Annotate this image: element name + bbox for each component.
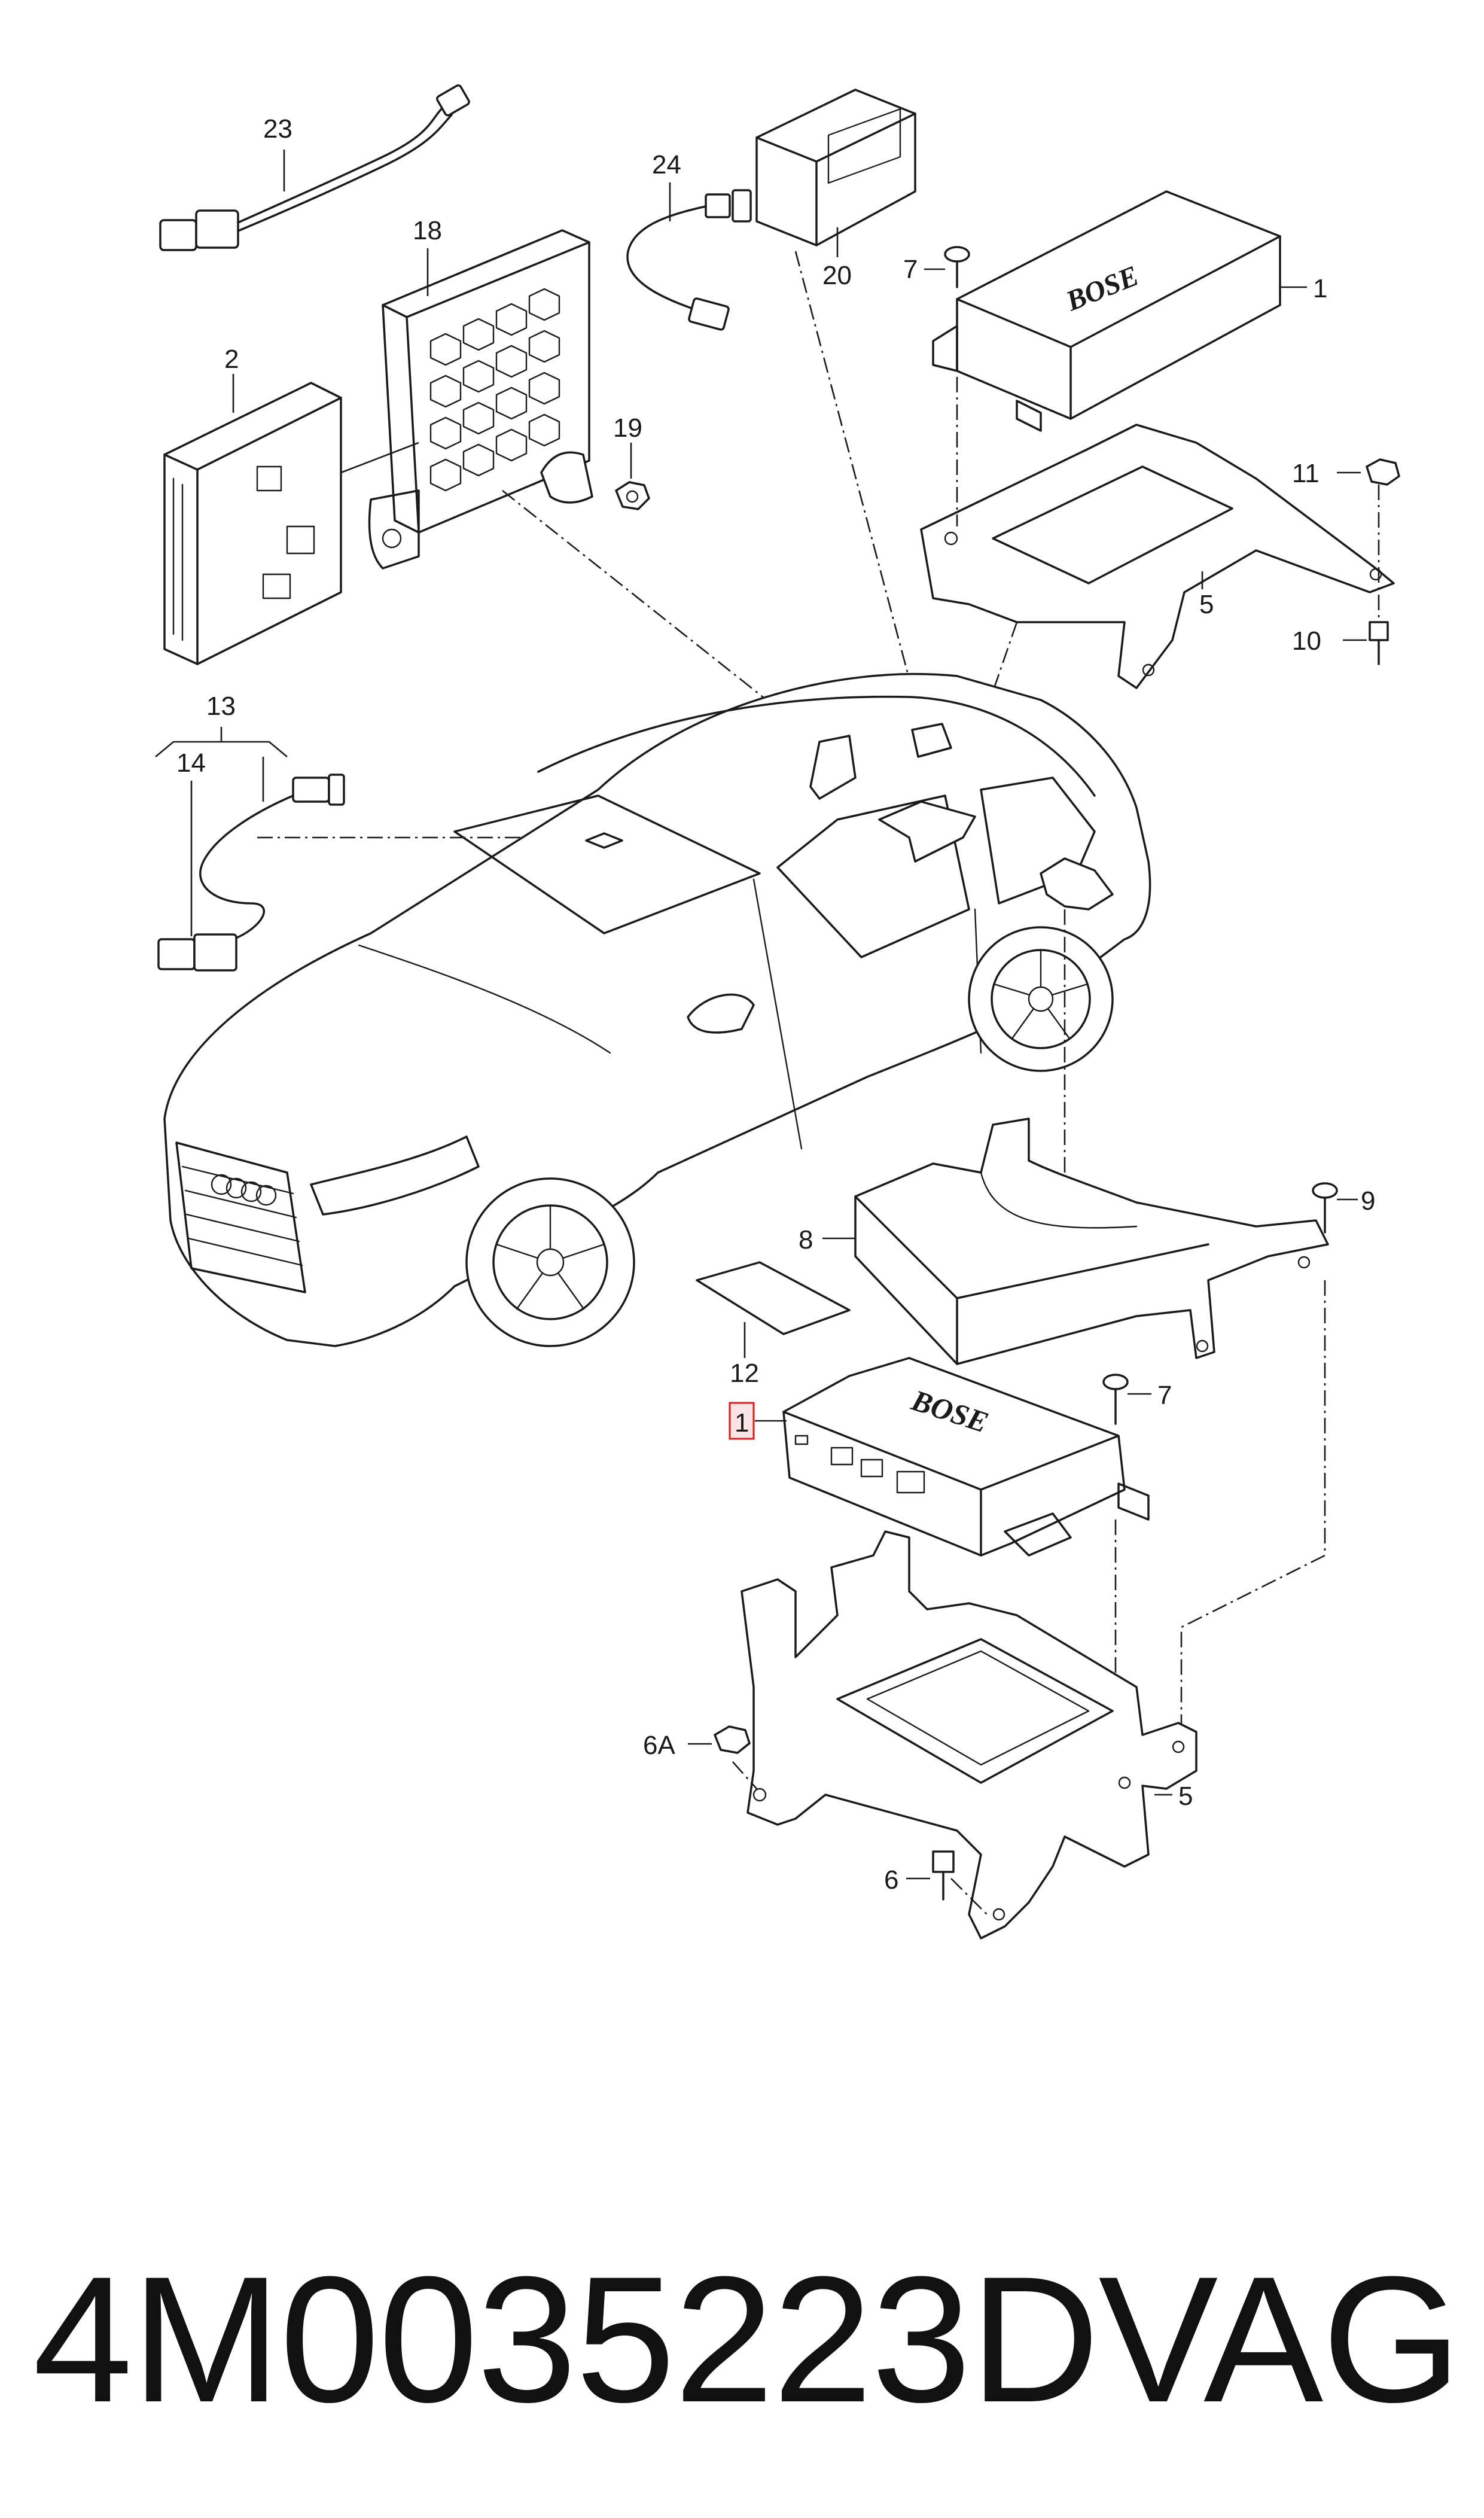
- callout-18: 18: [413, 216, 442, 245]
- callout-11: 11: [1292, 459, 1320, 488]
- part-2-control-unit[interactable]: [163, 382, 342, 665]
- callout-7-top: 7: [903, 255, 918, 284]
- callout-9: 9: [1361, 1186, 1375, 1216]
- callout-20: 20: [822, 261, 852, 290]
- callout-8: 8: [799, 1225, 813, 1255]
- manufacturer: VAG: [1098, 2239, 1461, 2440]
- callout-7-bottom: 7: [1157, 1381, 1172, 1410]
- part-7-screw-bottom[interactable]: [1102, 1374, 1129, 1425]
- vehicle-outline: [163, 672, 1151, 1347]
- part-24-antenna-cable[interactable]: [626, 189, 752, 331]
- callout-1-bottom-highlight[interactable]: [729, 1402, 755, 1440]
- part-10-bolt[interactable]: [1369, 621, 1389, 665]
- part-7-screw-top[interactable]: [944, 246, 970, 288]
- callout-24: 24: [652, 150, 681, 179]
- part-1-amplifier-top[interactable]: BOSE: [932, 190, 1281, 432]
- callout-5-top: 5: [1199, 590, 1214, 619]
- callout-1-bottom: 1: [735, 1408, 749, 1438]
- part-18-holder-frame[interactable]: [368, 229, 593, 570]
- part-8-enclosure[interactable]: [854, 1118, 1329, 1365]
- callout-6: 6: [884, 1865, 898, 1895]
- callout-10: 10: [1292, 626, 1321, 656]
- part-12-pad[interactable]: [696, 1261, 851, 1335]
- dash-line-6-5: [950, 1878, 988, 1915]
- callout-13: 13: [206, 692, 236, 721]
- part-6a-nut[interactable]: [714, 1725, 751, 1754]
- part-19-nut[interactable]: [615, 481, 650, 510]
- part-11-nut[interactable]: [1366, 458, 1400, 486]
- footer: 4M0035223D VAG: [0, 2213, 1484, 2465]
- part-number: 4M0035223D: [33, 2239, 1099, 2440]
- callout-2: 2: [224, 345, 239, 374]
- part-23-cable[interactable]: [159, 84, 470, 251]
- callout-5-bottom: 5: [1178, 1782, 1193, 1811]
- callout-1-top: 1: [1313, 274, 1327, 303]
- part-5-bracket-top[interactable]: [920, 424, 1395, 689]
- parts-diagram: 23 24 20: [155, 84, 1400, 1940]
- bracket-13: [155, 727, 288, 757]
- dash-line-20-car: [794, 251, 922, 724]
- dash-line-9-5: [1180, 1280, 1326, 1735]
- callout-12: 12: [730, 1359, 759, 1388]
- part-5-bracket-bottom[interactable]: [741, 1530, 1197, 1940]
- callout-6a: 6A: [643, 1731, 675, 1760]
- part-6-bolt[interactable]: [932, 1850, 955, 1901]
- dash-line-6a-5: [732, 1761, 757, 1789]
- part-9-screw[interactable]: [1312, 1182, 1338, 1234]
- callout-19: 19: [613, 413, 642, 443]
- callout-23: 23: [263, 114, 292, 144]
- part-1-amplifier-bottom[interactable]: BOSE: [782, 1357, 1150, 1557]
- leader-2-to-18: [340, 442, 419, 474]
- part-20-control-module[interactable]: [755, 89, 916, 246]
- part-14-cable[interactable]: [157, 774, 345, 972]
- callout-14: 14: [176, 748, 206, 778]
